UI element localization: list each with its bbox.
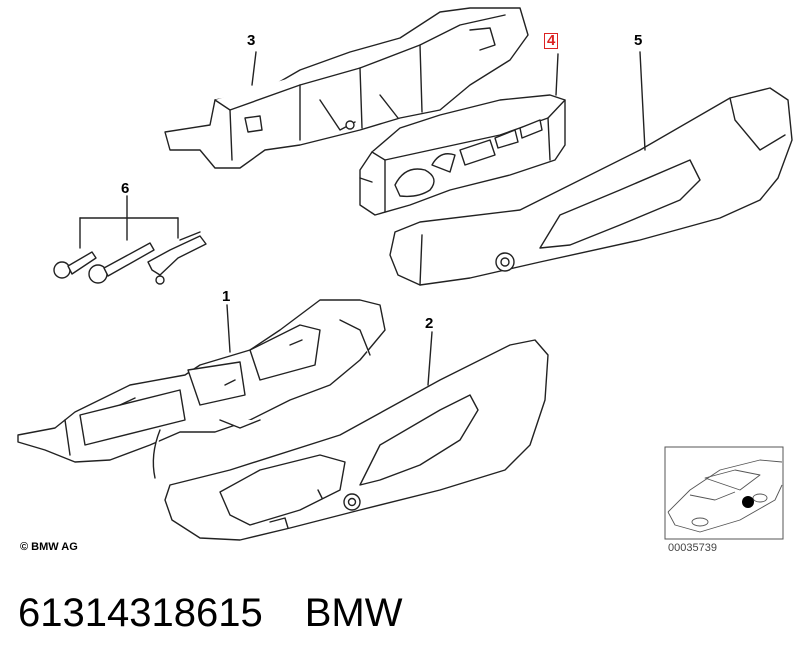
callout-4[interactable]: 4 bbox=[544, 33, 559, 49]
part-4-switch-block bbox=[359, 94, 566, 216]
callout-1: 1 bbox=[222, 288, 231, 305]
part-3-bracket bbox=[164, 7, 529, 169]
leader-line-1 bbox=[226, 304, 231, 353]
callout-2: 2 bbox=[425, 315, 434, 332]
leader-line-2 bbox=[427, 331, 433, 386]
callout-3: 3 bbox=[247, 32, 256, 49]
callout-6: 6 bbox=[121, 180, 130, 197]
part-5-side-trim bbox=[389, 87, 793, 286]
part-number: 61314318615 bbox=[18, 591, 263, 635]
car-location-inset bbox=[664, 446, 784, 540]
brand-name: BMW bbox=[304, 591, 403, 635]
diagram-reference-number: 00035739 bbox=[668, 542, 717, 554]
part-info-line: 61314318615 BMW bbox=[18, 590, 402, 636]
leader-line-5 bbox=[639, 51, 646, 151]
leader-line-3 bbox=[251, 51, 257, 86]
leader-line-4 bbox=[555, 53, 559, 96]
parts-diagram bbox=[17, 7, 793, 541]
part-6-fasteners bbox=[53, 195, 207, 285]
copyright-label: © BMW AG bbox=[20, 541, 78, 553]
part-1-switch-assembly bbox=[17, 299, 386, 479]
callout-5: 5 bbox=[634, 32, 643, 49]
part-2-side-trim bbox=[164, 339, 549, 541]
